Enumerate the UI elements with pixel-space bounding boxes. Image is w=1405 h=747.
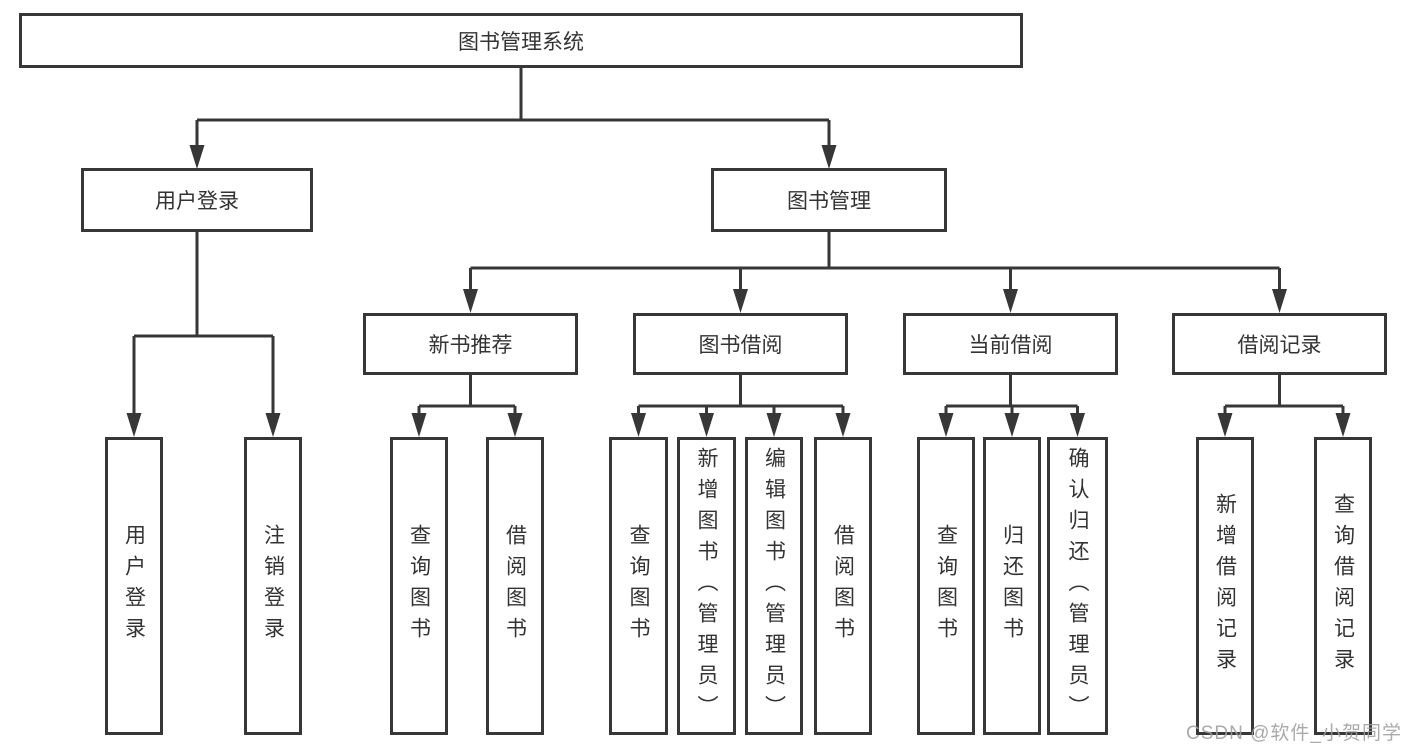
leaf-nbr-borrow-book: 借阅图书 xyxy=(486,437,544,735)
leaf-bb-query-book: 查询图书 xyxy=(609,437,668,735)
leaf-cb-query-book: 查询图书 xyxy=(917,437,975,735)
leaf-bb-borrow-book: 借阅图书 xyxy=(814,437,872,735)
node-book-management: 图书管理 xyxy=(711,168,947,232)
node-borrow-records: 借阅记录 xyxy=(1172,313,1387,375)
leaf-br-add-record: 新增借阅记录 xyxy=(1196,437,1254,735)
leaf-logout-login: 注销登录 xyxy=(244,437,302,735)
leaf-user-login: 用户登录 xyxy=(105,437,163,735)
leaf-cb-confirm-return-admin: 确认归还（管理员） xyxy=(1047,437,1108,735)
node-current-borrow: 当前借阅 xyxy=(903,313,1118,375)
node-new-book-recommend: 新书推荐 xyxy=(363,313,578,375)
node-root: 图书管理系统 xyxy=(19,13,1023,68)
leaf-bb-edit-book-admin: 编辑图书（管理员） xyxy=(745,437,803,735)
leaf-nbr-query-book: 查询图书 xyxy=(390,437,448,735)
node-book-borrow: 图书借阅 xyxy=(633,313,848,375)
leaf-bb-add-book-admin: 新增图书（管理员） xyxy=(677,437,736,735)
node-user-login: 用户登录 xyxy=(81,168,313,232)
watermark: CSDN @软件_小贺同学 xyxy=(1186,723,1402,744)
leaf-br-query-record: 查询借阅记录 xyxy=(1314,437,1372,735)
leaf-cb-return-book: 归还图书 xyxy=(983,437,1041,735)
